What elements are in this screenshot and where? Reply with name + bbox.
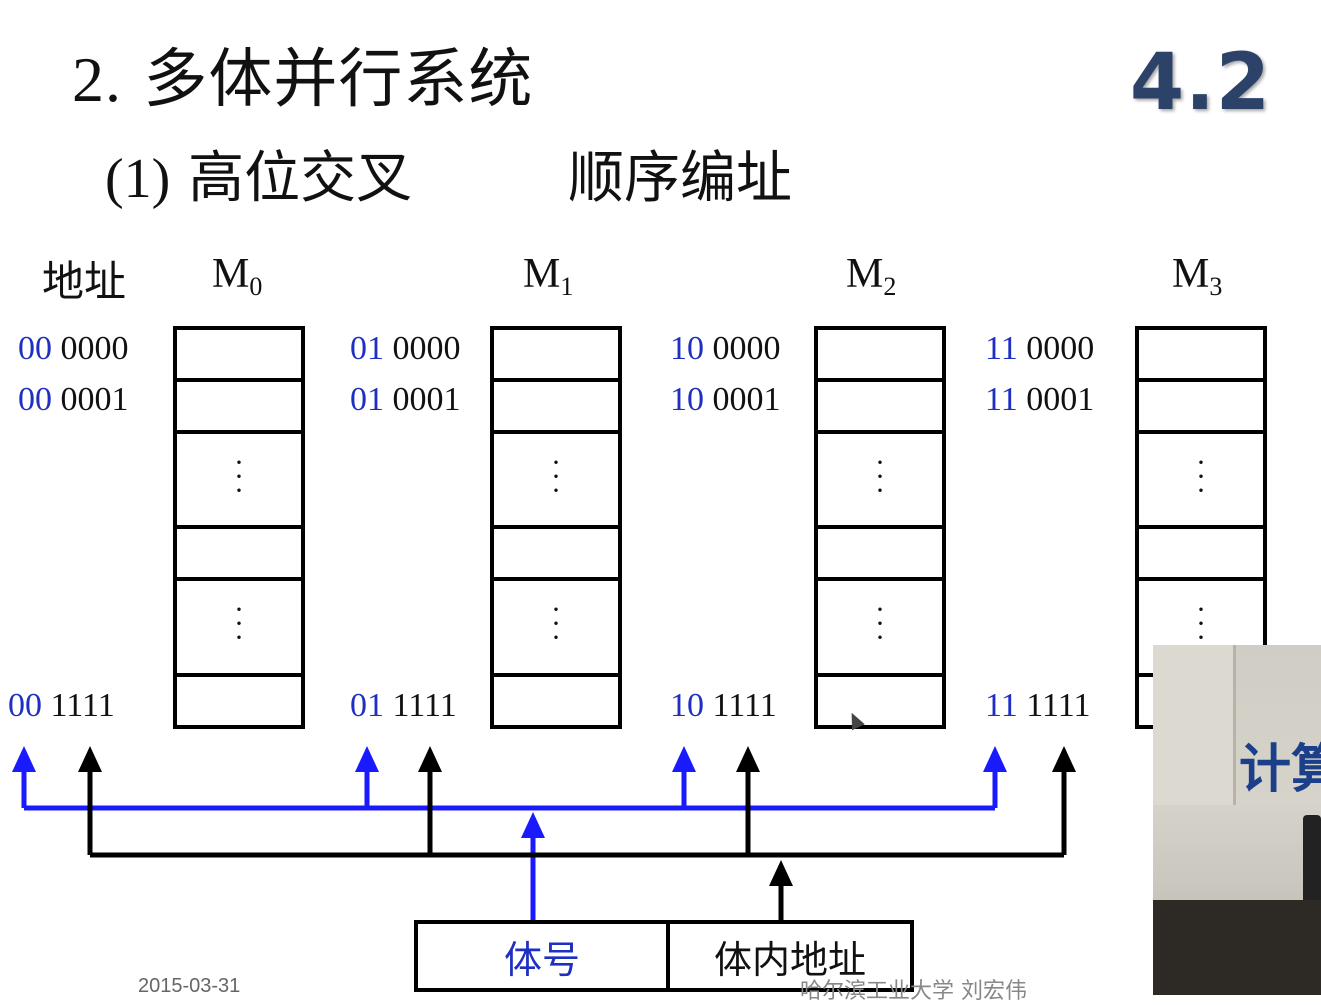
vertical-dots-icon: ··· — [875, 593, 885, 654]
ellipsis-cell: ··· — [818, 581, 942, 677]
memory-cell — [494, 330, 618, 382]
memory-cell — [818, 382, 942, 434]
lecturer-video-overlay: 计算 — [1153, 645, 1321, 995]
bank-label-m0: M0 — [212, 251, 263, 301]
memory-bank-m0: ··· ··· — [173, 326, 305, 729]
vertical-dots-icon: ··· — [234, 446, 244, 507]
memory-cell — [1139, 529, 1263, 581]
bank-label-m1: M1 — [523, 251, 574, 301]
memory-cell — [177, 677, 301, 729]
memory-cell — [177, 382, 301, 434]
address-label: 01 0000 — [350, 330, 461, 367]
footer-credit: 哈尔滨工业大学 刘宏伟 — [800, 979, 1027, 1004]
address-label: 01 0001 — [350, 381, 461, 418]
title-text: 多体并行系统 — [143, 43, 534, 117]
ellipsis-cell: ··· — [177, 581, 301, 677]
address-label: 00 1111 — [8, 687, 115, 724]
bank-select-bus — [21, 768, 998, 920]
address-label: 01 1111 — [350, 687, 457, 724]
address-label: 10 0000 — [670, 330, 781, 367]
address-label: 10 1111 — [670, 687, 777, 724]
in-bank-arrowheads — [78, 746, 1076, 886]
memory-cell — [818, 330, 942, 382]
in-bank-address-bus — [87, 768, 1067, 920]
subtitle-sequential-addressing: 顺序编址 — [568, 146, 792, 211]
in-bank-address-field: 体内地址 — [713, 937, 866, 982]
vertical-dots-icon: ··· — [234, 593, 244, 654]
memory-cell — [818, 677, 942, 729]
address-label: 00 0001 — [18, 381, 129, 418]
ellipsis-cell: ··· — [818, 434, 942, 529]
memory-cell — [494, 529, 618, 581]
subtitle-left: (1) 高位交叉 — [105, 133, 412, 214]
bank-label-m3: M3 — [1172, 251, 1223, 301]
footer-date: 2015-03-31 — [138, 975, 241, 997]
bank-number-field: 体号 — [418, 924, 670, 988]
memory-bank-m1: ··· ··· — [490, 326, 622, 729]
address-label: 11 0000 — [985, 330, 1095, 367]
address-header: 地址 — [42, 257, 127, 306]
memory-cell — [494, 382, 618, 434]
desk — [1153, 900, 1321, 995]
vertical-dots-icon: ··· — [1196, 593, 1206, 654]
address-label: 11 1111 — [985, 687, 1091, 724]
vertical-dots-icon: ··· — [551, 593, 561, 654]
address-label: 00 0000 — [18, 330, 129, 367]
vertical-dots-icon: ··· — [551, 446, 561, 507]
address-register: 体号 体内地址 — [414, 920, 914, 992]
ellipsis-cell: ··· — [1139, 434, 1263, 529]
wall-panel — [1153, 645, 1236, 805]
subtitle-high-interleave: 高位交叉 — [188, 146, 413, 211]
memory-bank-m2: ··· ··· — [814, 326, 946, 729]
address-label: 11 0001 — [985, 381, 1095, 418]
memory-cell — [177, 529, 301, 581]
vertical-dots-icon: ··· — [1196, 446, 1206, 507]
memory-cell — [177, 330, 301, 382]
bank-select-arrowheads — [12, 746, 1007, 838]
ellipsis-cell: ··· — [177, 434, 301, 529]
slide-title: 2. 多体并行系统 — [72, 28, 533, 120]
section-number: 4.2 — [1129, 38, 1271, 128]
memory-cell — [818, 529, 942, 581]
memory-cell — [494, 677, 618, 729]
address-label: 10 0001 — [670, 381, 781, 418]
subtitle-paren: (1) — [105, 148, 171, 210]
wall-sign-text: 计算 — [1239, 740, 1321, 800]
bank-label-m2: M2 — [846, 251, 897, 301]
memory-cell — [1139, 382, 1263, 434]
microphone-icon — [1303, 815, 1321, 905]
memory-cell — [1139, 330, 1263, 382]
ellipsis-cell: ··· — [494, 434, 618, 529]
title-number: 2. — [72, 44, 122, 115]
vertical-dots-icon: ··· — [875, 446, 885, 507]
ellipsis-cell: ··· — [494, 581, 618, 677]
